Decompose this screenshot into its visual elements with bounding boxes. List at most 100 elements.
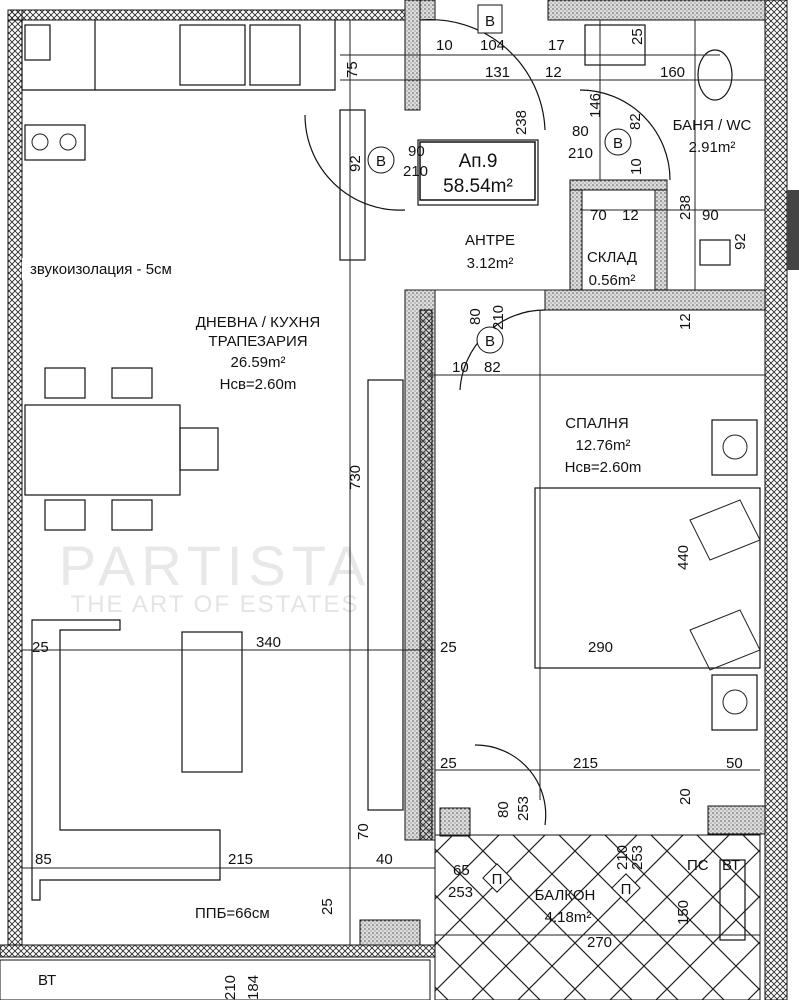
window-tag: П xyxy=(492,871,503,888)
dining-table xyxy=(24,367,219,531)
balcony-floor xyxy=(434,834,761,1000)
door-tag: В xyxy=(485,13,495,30)
living-room-area: 26.59m² xyxy=(230,354,285,371)
window-tag: П xyxy=(621,881,632,898)
dim-label: 238 xyxy=(513,110,530,135)
dim-label: 340 xyxy=(256,634,281,651)
dim-label: 150 xyxy=(675,900,692,925)
dim-label: 10 xyxy=(452,359,469,376)
bedroom-height: Нсв=2.60m xyxy=(565,459,642,476)
dim-label: 90 xyxy=(408,143,425,160)
dim-label: 25 xyxy=(440,755,457,772)
bathroom-fixtures xyxy=(584,24,746,941)
dim-label: 85 xyxy=(35,851,52,868)
door-tag: В xyxy=(485,333,495,350)
dim-label: 253 xyxy=(448,884,473,901)
toilet-icon xyxy=(697,49,733,101)
living-room-name2: ТРАПЕЗАРИЯ xyxy=(208,333,307,350)
dim-label: 70 xyxy=(590,207,607,224)
bt-label-balcony: ВТ xyxy=(722,857,740,874)
dim-label: 25 xyxy=(32,639,49,656)
dim-label: 210 xyxy=(490,305,507,330)
dim-label: 92 xyxy=(732,233,749,250)
dim-label: 146 xyxy=(587,93,604,118)
living-room-height: Нсв=2.60m xyxy=(220,376,297,393)
dim-label: 25 xyxy=(440,639,457,656)
storage-area: 0.56m² xyxy=(589,272,636,289)
balcony-name: БАЛКОН xyxy=(535,887,596,904)
bathroom-area: 2.91m² xyxy=(689,139,736,156)
dim-label: 75 xyxy=(344,61,361,78)
dimension-labels: 10 104 17 131 12 160 25 75 238 146 82 80… xyxy=(32,28,749,1000)
dim-label: 20 xyxy=(677,788,694,805)
door-tag: В xyxy=(376,153,386,170)
dim-label: 253 xyxy=(629,845,646,870)
dim-label: 290 xyxy=(588,639,613,656)
dimension-lines xyxy=(22,20,765,945)
dim-label: 210 xyxy=(614,845,631,870)
dim-label: 25 xyxy=(629,28,646,45)
notes: звукоизолация - 5см ППБ=66см ВТ ВТ ПС xyxy=(22,258,740,989)
cooktop-icon xyxy=(24,124,86,161)
dim-label: 215 xyxy=(228,851,253,868)
dim-label: 82 xyxy=(484,359,501,376)
door-tag: В xyxy=(613,135,623,152)
room-labels: Ап.9 58.54m² ДНЕВНА / КУХНЯ ТРАПЕЗАРИЯ 2… xyxy=(196,117,752,926)
dim-label: 40 xyxy=(376,851,393,868)
dim-label: 184 xyxy=(245,975,262,1000)
dim-label: 12 xyxy=(545,64,562,81)
dim-label: 10 xyxy=(628,158,645,175)
dim-label: 253 xyxy=(515,796,532,821)
dim-label: 210 xyxy=(403,163,428,180)
dim-label: 25 xyxy=(319,898,336,915)
dim-label: 238 xyxy=(677,195,694,220)
dim-label: 17 xyxy=(548,37,565,54)
hall-area: 3.12m² xyxy=(467,255,514,272)
dim-label: 730 xyxy=(347,465,364,490)
door-tags: В В В В П П xyxy=(367,4,641,903)
dim-label: 440 xyxy=(675,545,692,570)
watermark-tagline: THE ART OF ESTATES xyxy=(71,591,360,618)
boiler-icon xyxy=(699,239,731,266)
kitchen-fixtures xyxy=(21,20,336,161)
dim-label: 50 xyxy=(726,755,743,772)
dim-label: 131 xyxy=(485,64,510,81)
water-heater-icon xyxy=(719,859,746,941)
dim-label: 92 xyxy=(347,155,364,172)
dim-label: 80 xyxy=(467,308,484,325)
dim-label: 80 xyxy=(572,123,589,140)
dim-label: 215 xyxy=(573,755,598,772)
dim-label: 82 xyxy=(627,113,644,130)
dim-label: 65 xyxy=(453,862,470,879)
dim-label: 104 xyxy=(480,37,505,54)
stove-icon xyxy=(249,24,301,86)
bt-label-bottom: ВТ xyxy=(38,972,56,989)
bathroom-name: БАНЯ / WC xyxy=(673,117,752,134)
apartment-label-box xyxy=(417,139,539,206)
balcony-area: 4.18m² xyxy=(545,909,592,926)
dim-label: 210 xyxy=(568,145,593,162)
dim-label: 90 xyxy=(702,207,719,224)
ps-label: ПС xyxy=(687,857,709,874)
apartment-number: Ап.9 xyxy=(459,151,498,172)
washbasin-icon xyxy=(584,24,646,66)
bed xyxy=(534,419,761,731)
dim-label: 12 xyxy=(677,313,694,330)
dim-label: 270 xyxy=(587,934,612,951)
apartment-area: 58.54m² xyxy=(443,176,513,197)
watermark-logo: PARTISTA xyxy=(59,534,372,597)
dim-label: 70 xyxy=(355,823,372,840)
dim-label: 10 xyxy=(436,37,453,54)
ppb-note: ППБ=66см xyxy=(195,905,270,922)
sink-icon xyxy=(179,24,246,86)
dim-label: 160 xyxy=(660,64,685,81)
storage-name: СКЛАД xyxy=(587,249,637,266)
dim-label: 210 xyxy=(222,975,239,1000)
sofa xyxy=(31,109,404,901)
bedroom-area: 12.76m² xyxy=(575,437,630,454)
dim-label: 12 xyxy=(622,207,639,224)
dim-label: 80 xyxy=(495,801,512,818)
hall-name: АНТРЕ xyxy=(465,232,515,249)
